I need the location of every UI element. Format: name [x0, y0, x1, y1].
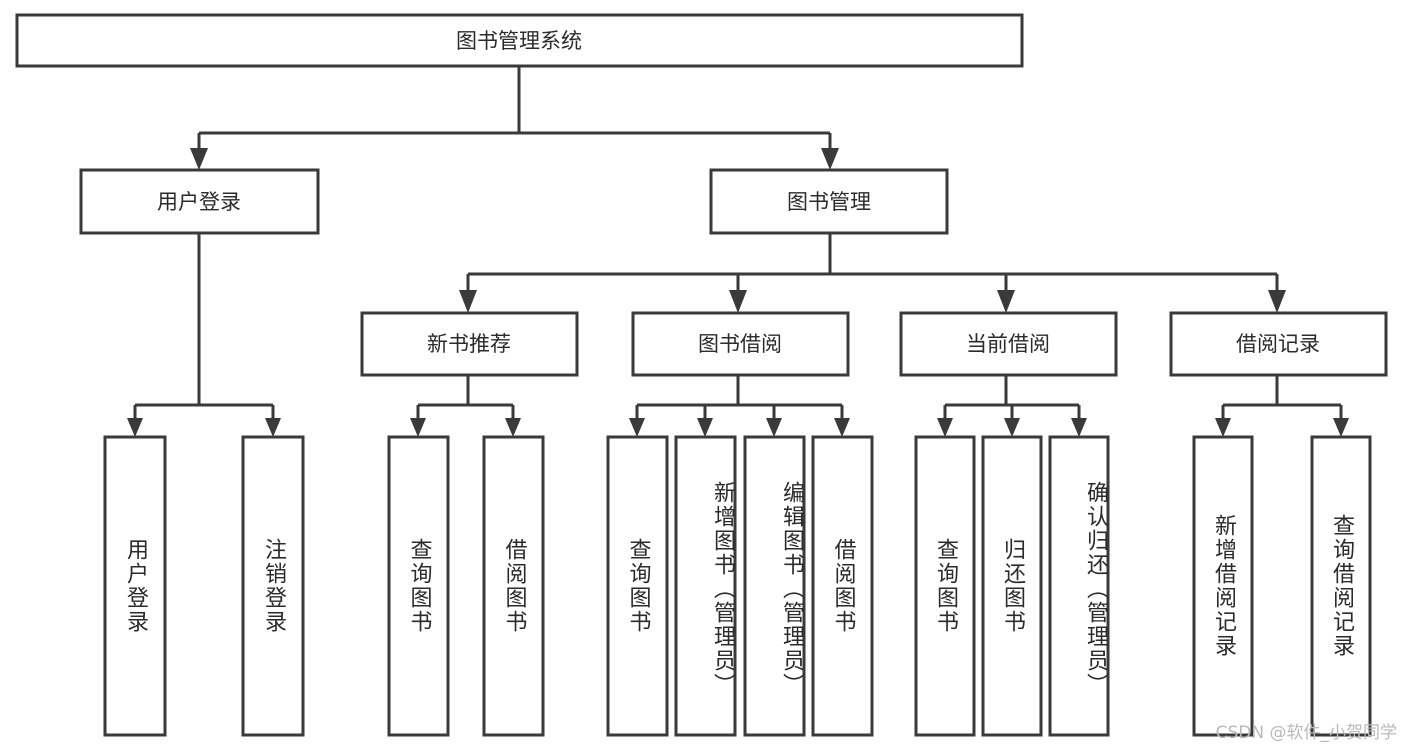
arrowhead-book-management: [821, 148, 839, 170]
connectors-currentborrow-to-leaves: [937, 375, 1087, 437]
leaf-borrow-book-1-box[interactable]: [482, 435, 545, 737]
arrowhead-leaf-borrow-book-1: [505, 418, 521, 437]
connectors-root-to-level2: [190, 65, 839, 170]
node-root[interactable]: 图书管理系统: [15, 13, 1024, 68]
arrowhead-leaf-user-logout: [265, 418, 281, 437]
node-borrow-record-label: 借阅记录: [1236, 332, 1320, 356]
leaf-borrow-book-2-box[interactable]: [811, 435, 874, 737]
leaf-return-book-box[interactable]: [981, 435, 1043, 737]
node-book-borrow-box[interactable]: [631, 311, 850, 377]
node-borrow-record[interactable]: 借阅记录: [1169, 311, 1388, 377]
node-user-login-label: 用户登录: [157, 190, 241, 214]
node-current-borrow-label: 当前借阅: [966, 332, 1050, 356]
node-user-login-box[interactable]: [79, 168, 320, 235]
connectors-userlogin-to-leaves: [127, 233, 281, 437]
connectors-borrowrecord-to-leaves: [1215, 375, 1349, 437]
node-current-borrow[interactable]: 当前借阅: [899, 311, 1118, 377]
arrowhead-leaf-confirm-return: [1071, 418, 1087, 437]
node-new-book-recommend-label: 新书推荐: [427, 332, 511, 356]
node-new-book-recommend[interactable]: 新书推荐: [360, 311, 579, 377]
node-user-login[interactable]: 用户登录: [79, 168, 320, 235]
arrowhead-leaf-query-record: [1333, 418, 1349, 437]
node-current-borrow-box[interactable]: [899, 311, 1118, 377]
node-book-management[interactable]: 图书管理: [709, 168, 949, 235]
arrowhead-leaf-add-record: [1215, 418, 1231, 437]
leaf-boxes: [103, 435, 1372, 737]
csdn-watermark: CSDN @软件_小贺同学: [1215, 723, 1397, 743]
connectors-newbook-to-leaves: [410, 375, 521, 437]
leaf-query-book-2-box[interactable]: [606, 435, 669, 737]
connectors-bookmgmt-to-level3: [459, 233, 1286, 313]
connectors-bookborrow-to-leaves: [629, 375, 850, 437]
leaf-add-record-box[interactable]: [1192, 435, 1254, 737]
leaf-confirm-return-box[interactable]: [1048, 435, 1110, 737]
arrowhead-new-book: [459, 290, 477, 313]
node-book-management-box[interactable]: [709, 168, 949, 235]
node-borrow-record-box[interactable]: [1169, 311, 1388, 377]
leaf-query-record-box[interactable]: [1310, 435, 1372, 737]
node-book-management-label: 图书管理: [787, 190, 871, 214]
arrowhead-leaf-edit-book: [766, 418, 782, 437]
node-root-label: 图书管理系统: [456, 29, 582, 53]
node-book-borrow-label: 图书借阅: [698, 332, 782, 356]
arrowhead-leaf-borrow-book-2: [834, 418, 850, 437]
leaf-query-book-1-box[interactable]: [387, 435, 450, 737]
arrowhead-leaf-query-book-1: [410, 418, 426, 437]
node-new-book-recommend-box[interactable]: [360, 311, 579, 377]
arrowhead-borrow-record: [1268, 290, 1286, 313]
arrowhead-leaf-query-book-3: [937, 418, 953, 437]
leaf-edit-book-box[interactable]: [743, 435, 806, 737]
leaf-add-book-box[interactable]: [674, 435, 737, 737]
leaf-user-logout-box[interactable]: [241, 435, 305, 737]
node-root-box[interactable]: [15, 13, 1024, 68]
arrowhead-leaf-return-book: [1004, 418, 1020, 437]
arrowhead-user-login: [190, 148, 208, 170]
node-book-borrow[interactable]: 图书借阅: [631, 311, 850, 377]
arrowhead-leaf-add-book: [697, 418, 713, 437]
leaf-query-book-3-box[interactable]: [914, 435, 976, 737]
arrowhead-leaf-user-login: [127, 418, 143, 437]
arrowhead-book-borrow: [729, 290, 747, 313]
arrowhead-current-borrow: [997, 290, 1015, 313]
leaf-user-login-box[interactable]: [103, 435, 167, 737]
arrowhead-leaf-query-book-2: [629, 418, 645, 437]
